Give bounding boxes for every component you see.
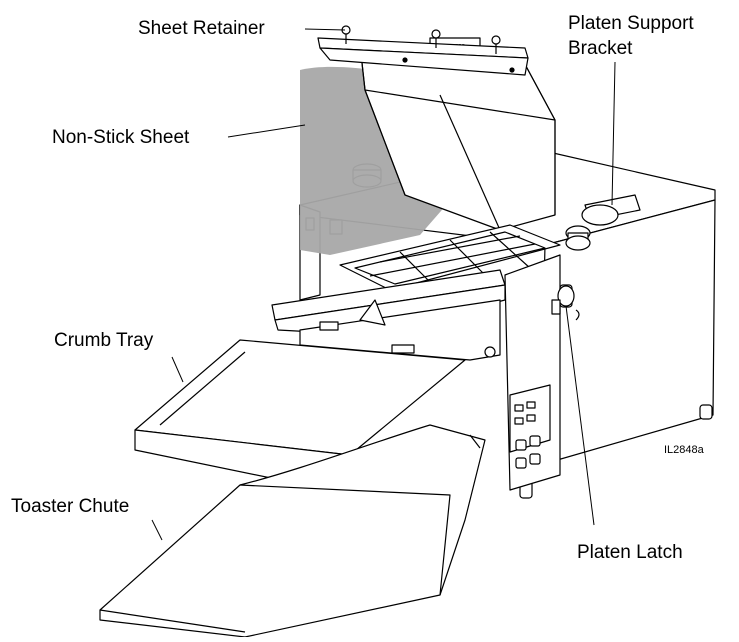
label-platen-support-bracket-line1: Platen Support <box>568 13 694 34</box>
platen-latch <box>551 284 580 321</box>
crumb-tray <box>134 339 466 486</box>
label-crumb-tray: Crumb Tray <box>54 330 154 351</box>
figure-id: IL2848a <box>664 444 704 456</box>
label-platen-latch: Platen Latch <box>577 542 683 563</box>
callout-lines <box>151 28 616 541</box>
toaster-chute <box>99 424 486 638</box>
sheet-retainer <box>317 25 529 76</box>
label-sheet-retainer: Sheet Retainer <box>138 18 265 39</box>
platen-support-bracket <box>565 194 641 251</box>
label-non-stick-sheet: Non-Stick Sheet <box>52 127 190 148</box>
label-platen-support-bracket-line2: Bracket <box>568 38 633 59</box>
control-panel <box>504 254 561 491</box>
front-rail <box>271 269 506 361</box>
label-toaster-chute: Toaster Chute <box>11 496 130 517</box>
